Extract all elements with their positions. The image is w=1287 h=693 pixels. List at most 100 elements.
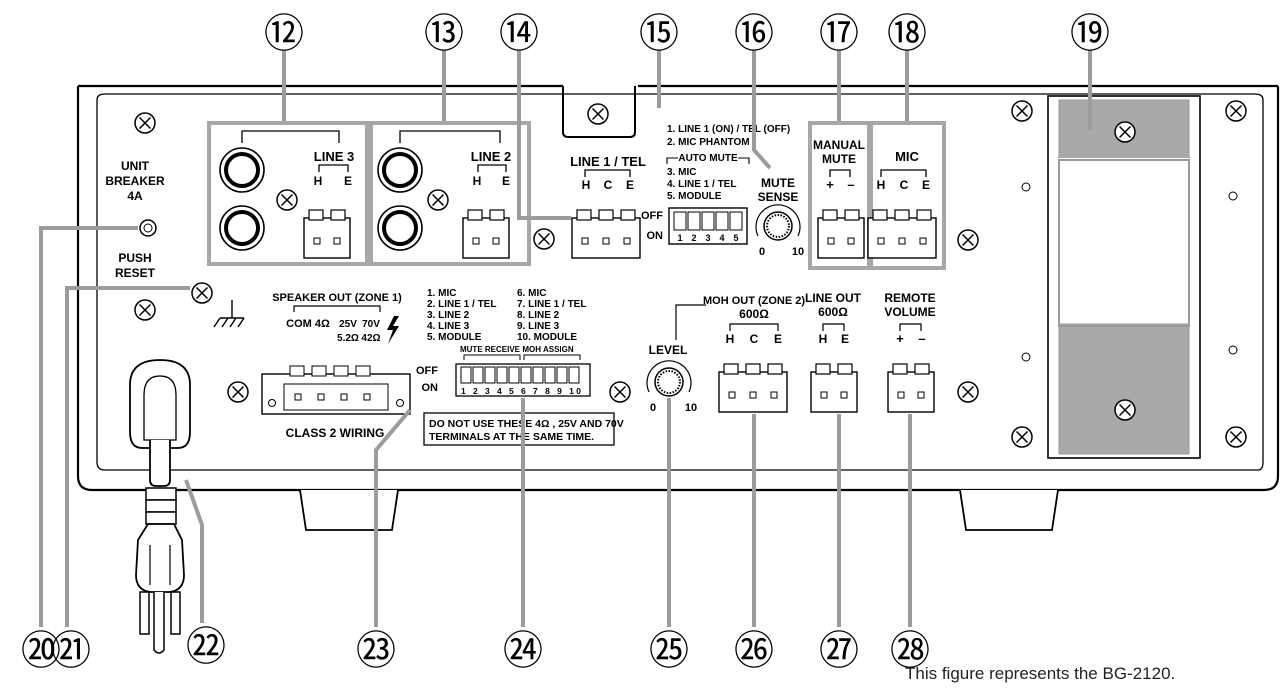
moh-c: C: [750, 332, 759, 346]
speaker-5-2ohm: 5.2Ω: [337, 333, 359, 344]
line-out-e: E: [841, 332, 849, 346]
reset-label: RESET: [115, 266, 156, 280]
speaker-70v: 70V: [362, 319, 380, 330]
warning-line2: TERMINALS AT THE SAME TIME.: [429, 431, 594, 443]
mute-sense-knob[interactable]: [755, 204, 801, 241]
moh-out-line2: 600Ω: [739, 307, 769, 321]
mic-c: C: [900, 178, 909, 192]
speaker-25v: 25V: [339, 319, 357, 330]
power-cord: [129, 359, 191, 654]
manual-mute-minus: –: [847, 177, 854, 192]
callout-18: ⑱: [887, 11, 927, 57]
warning-box: [423, 412, 615, 446]
callout-16: ⑯: [734, 11, 774, 57]
dip-top-l4: 4. LINE 1 / TEL: [667, 179, 736, 190]
manual-mute-line1: MANUAL: [813, 138, 865, 152]
line2-group: [369, 121, 531, 266]
mute-sense-min: 0: [759, 246, 765, 258]
callout-27: ㉗: [819, 628, 859, 674]
dip-bottom-label: 6. MIC: [517, 288, 546, 299]
mute-sense-line2: SENSE: [758, 190, 799, 204]
remote-volume-terminal[interactable]: [887, 363, 935, 413]
mute-sense-max: 10: [792, 246, 804, 258]
moh-assign-label: MOH ASSIGN: [522, 345, 573, 354]
dip-top-num: 1: [677, 233, 682, 243]
remote-volume-line2: VOLUME: [884, 305, 935, 319]
moh-out-terminal[interactable]: [718, 363, 788, 413]
breaker-label-3: 4A: [127, 189, 143, 203]
manual-mute-plus: +: [826, 177, 834, 192]
line2-e: E: [502, 174, 510, 188]
line2-h: H: [473, 174, 482, 188]
line3-title: LINE 3: [314, 149, 354, 164]
callout-20: ⑳: [21, 628, 61, 674]
callout-24: ㉔: [503, 628, 543, 674]
dip-switch-top[interactable]: [668, 207, 748, 245]
level-title: LEVEL: [649, 343, 688, 357]
chassis: [76, 84, 1280, 531]
remote-volume-line1: REMOTE: [884, 291, 935, 305]
callout-19: ⑲: [1070, 11, 1110, 57]
speaker-out-terminal[interactable]: [261, 365, 411, 415]
dip-bottom-label: 4. LINE 3: [427, 321, 470, 332]
line-out-line2: 600Ω: [818, 305, 848, 319]
line2-terminal[interactable]: [462, 209, 510, 259]
line3-e: E: [344, 174, 352, 188]
dip-top-l5: 5. MODULE: [667, 191, 722, 202]
mic-h: H: [877, 178, 886, 192]
dip-bottom-label: 5. MODULE: [427, 332, 482, 343]
warning-line1: DO NOT USE THESE 4Ω , 25V AND 70V: [429, 418, 624, 430]
dip-top-l2: 2. MIC PHANTOM: [667, 137, 750, 148]
dip-switch-bottom[interactable]: [455, 363, 591, 397]
figure-caption: This figure represents the BG-2120.: [905, 664, 1176, 683]
dip-top-group: AUTO MUTE: [678, 153, 738, 164]
level-min: 0: [650, 402, 656, 414]
class2-wiring-label: CLASS 2 WIRING: [286, 426, 385, 440]
line-out-terminal[interactable]: [810, 363, 858, 413]
callout-12: ⑫: [264, 11, 304, 57]
dip-top-on: ON: [647, 230, 664, 242]
dip-top-off: OFF: [641, 210, 663, 222]
callout-22: ㉒: [186, 624, 226, 670]
dip-top-num: 5: [733, 233, 738, 243]
callout-25: ㉕: [649, 628, 689, 674]
module-slot: [1011, 95, 1247, 459]
level-max: 10: [685, 402, 697, 414]
dip-bottom-label: 10. MODULE: [517, 332, 577, 343]
dip-bottom-off: OFF: [416, 365, 438, 377]
dip-bottom-on: ON: [422, 382, 439, 394]
remote-minus: –: [918, 331, 925, 346]
level-knob[interactable]: [646, 360, 692, 397]
remote-plus: +: [896, 331, 904, 346]
mic-frame: [869, 121, 946, 270]
dip-top-num: 4: [719, 233, 724, 243]
line1-tel-terminal[interactable]: [571, 209, 641, 259]
leader-lines: [39, 50, 1092, 627]
breaker-label-2: BREAKER: [105, 174, 165, 188]
callout-28: ㉘: [890, 628, 930, 674]
line-out-line1: LINE OUT: [805, 291, 862, 305]
callout-21: ㉑: [51, 628, 91, 674]
moh-e: E: [774, 332, 782, 346]
speaker-42ohm: 42Ω: [361, 333, 380, 344]
callout-15: ⑮: [639, 11, 679, 57]
dip-bottom-label: 1. MIC: [427, 288, 456, 299]
callout-14: ⑭: [499, 11, 539, 57]
line1-c: C: [604, 178, 613, 192]
line3-h: H: [314, 174, 323, 188]
dip-bottom-label: 7. LINE 1 / TEL: [517, 299, 586, 310]
dip-bottom-label: 2. LINE 1 / TEL: [427, 299, 496, 310]
manual-mute-terminal[interactable]: [817, 209, 865, 259]
line3-group: [207, 121, 369, 266]
manual-mute-line2: MUTE: [822, 152, 856, 166]
mic-terminal[interactable]: [867, 209, 937, 259]
dip-bottom-numbers: 1 2 3 4 5 6 7 8 9 10: [461, 386, 581, 396]
breaker-label-1: UNIT: [121, 159, 150, 173]
breaker-button[interactable]: [139, 219, 157, 237]
callout-26: ㉖: [734, 628, 774, 674]
mute-receive-label: MUTE RECEIVE: [460, 345, 521, 354]
line3-terminal[interactable]: [303, 209, 351, 259]
moh-h: H: [726, 332, 735, 346]
